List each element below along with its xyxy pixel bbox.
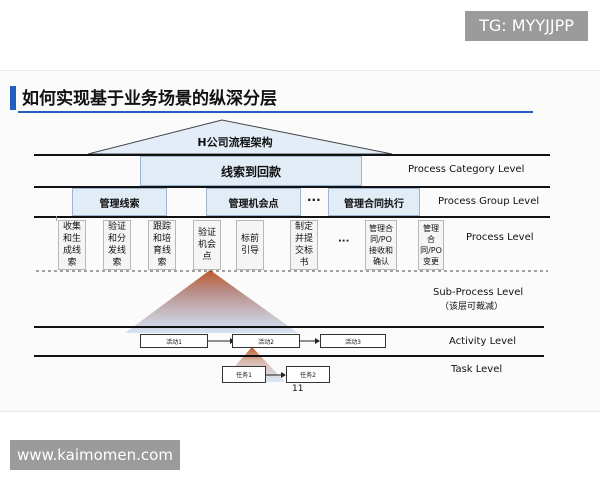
process-group-manage-contract: 管理合同执行	[328, 188, 420, 216]
activity-box-2: 活动2	[232, 334, 300, 348]
line-category-top	[34, 154, 550, 156]
process-box-8: 管理合同/PO变更	[418, 220, 444, 270]
tg-watermark: TG: MYYJJPP	[465, 11, 588, 41]
level-subprocess-label: Sub-Process Level	[433, 287, 524, 298]
page-number: 11	[292, 384, 304, 394]
line-group-top	[34, 186, 550, 188]
subprocess-cone	[125, 270, 298, 333]
line-activity-bottom	[34, 355, 544, 357]
slide-title: 如何实现基于业务场景的纵深分层	[22, 89, 277, 109]
process-box-4: 验证机会点	[193, 220, 221, 270]
activity-box-3: 活动3	[320, 334, 386, 348]
level-group-label: Process Group Level	[438, 196, 540, 207]
task-box-2: 任务2	[286, 366, 330, 383]
level-activity-label: Activity Level	[449, 336, 516, 347]
process-box-5: 标前引导	[236, 220, 264, 270]
process-group-manage-leads: 管理线索	[72, 188, 167, 216]
process-group-manage-opportunity: 管理机会点	[206, 188, 301, 216]
level-category-label: Process Category Level	[408, 164, 525, 175]
activity-box-1: 活动1	[140, 334, 208, 348]
process-box-1: 收集和生成线索	[58, 220, 86, 270]
process-category-box: 线索到回款	[140, 156, 362, 186]
level-process-label: Process Level	[466, 232, 534, 243]
title-underline	[18, 111, 533, 113]
connector	[56, 216, 57, 221]
group-ellipsis: ···	[307, 193, 321, 207]
architecture-title: H公司流程架构	[197, 136, 273, 149]
process-box-2: 验证和分发线索	[103, 220, 131, 270]
process-ellipsis: ···	[338, 236, 350, 247]
level-task-label: Task Level	[451, 364, 503, 375]
line-process-top	[34, 216, 550, 218]
process-box-3: 跟踪和培育线索	[148, 220, 176, 270]
site-watermark: www.kaimomen.com	[10, 440, 180, 470]
line-activity-top	[34, 326, 544, 328]
task-box-1: 任务1	[222, 366, 266, 383]
process-box-7: 管理合同/PO接收和确认	[365, 220, 397, 270]
title-accent-bar	[10, 86, 16, 110]
level-subprocess-note: （该层可裁减）	[440, 302, 504, 312]
process-box-6: 制定并提交标书	[290, 220, 318, 270]
